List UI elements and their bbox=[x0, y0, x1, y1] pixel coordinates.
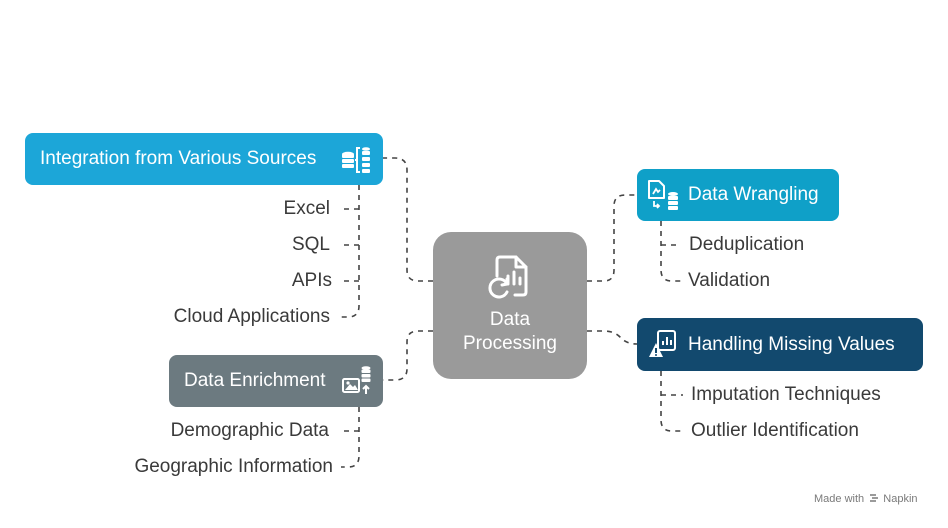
credit-brand: Napkin bbox=[883, 493, 918, 505]
connector-center-wrangling bbox=[587, 194, 637, 282]
branch-wrangling-label: Data Wrangling bbox=[688, 184, 819, 205]
leaf-sql: SQL bbox=[291, 234, 330, 255]
image-database-icon bbox=[342, 366, 371, 394]
leaf-excel: Excel bbox=[283, 198, 330, 219]
napkin-credit: Made with Napkin bbox=[814, 493, 918, 505]
branch-wrangling: Data Wrangling bbox=[637, 169, 839, 221]
file-transform-database-icon bbox=[648, 180, 678, 210]
central-node-line1: Data bbox=[489, 309, 531, 330]
connector-center-missing bbox=[587, 330, 638, 345]
branch-enrichment-label: Data Enrichment bbox=[184, 370, 326, 391]
napkin-logo-icon bbox=[870, 494, 879, 502]
leaf-imputation-techniques: Imputation Techniques bbox=[691, 384, 881, 405]
central-node-line2: Processing bbox=[463, 333, 557, 354]
connector-enrichment-trunk bbox=[341, 407, 360, 468]
document-chart-refresh-icon bbox=[488, 255, 528, 299]
chart-warning-icon bbox=[649, 330, 676, 357]
connector-center-enrichment bbox=[383, 330, 433, 381]
branch-enrichment: Data Enrichment bbox=[169, 355, 383, 407]
connector-integration-trunk bbox=[341, 185, 360, 318]
branch-integration-label: Integration from Various Sources bbox=[40, 148, 317, 169]
connector-missing-trunk bbox=[660, 371, 683, 432]
central-node-label: Data Processing bbox=[433, 308, 587, 356]
leaf-apis: APIs bbox=[291, 270, 332, 291]
leaf-geographic-information: Geographic Information bbox=[134, 456, 333, 477]
connector-wrangling-trunk bbox=[660, 221, 681, 282]
leaf-cloud-applications: Cloud Applications bbox=[173, 306, 330, 327]
branch-missing-values: Handling Missing Values bbox=[637, 318, 923, 371]
leaf-outlier-identification: Outlier Identification bbox=[691, 420, 859, 441]
leaf-validation: Validation bbox=[688, 270, 771, 291]
central-node: Data Processing bbox=[433, 232, 587, 379]
credit-made-with: Made with bbox=[814, 493, 865, 505]
branch-missing-values-label: Handling Missing Values bbox=[688, 333, 895, 355]
connector-center-integration bbox=[383, 157, 433, 282]
leaf-deduplication: Deduplication bbox=[689, 234, 805, 255]
branch-integration: Integration from Various Sources bbox=[25, 133, 383, 185]
leaf-demographic-data: Demographic Data bbox=[170, 420, 329, 441]
database-bracket-icon bbox=[342, 147, 370, 173]
